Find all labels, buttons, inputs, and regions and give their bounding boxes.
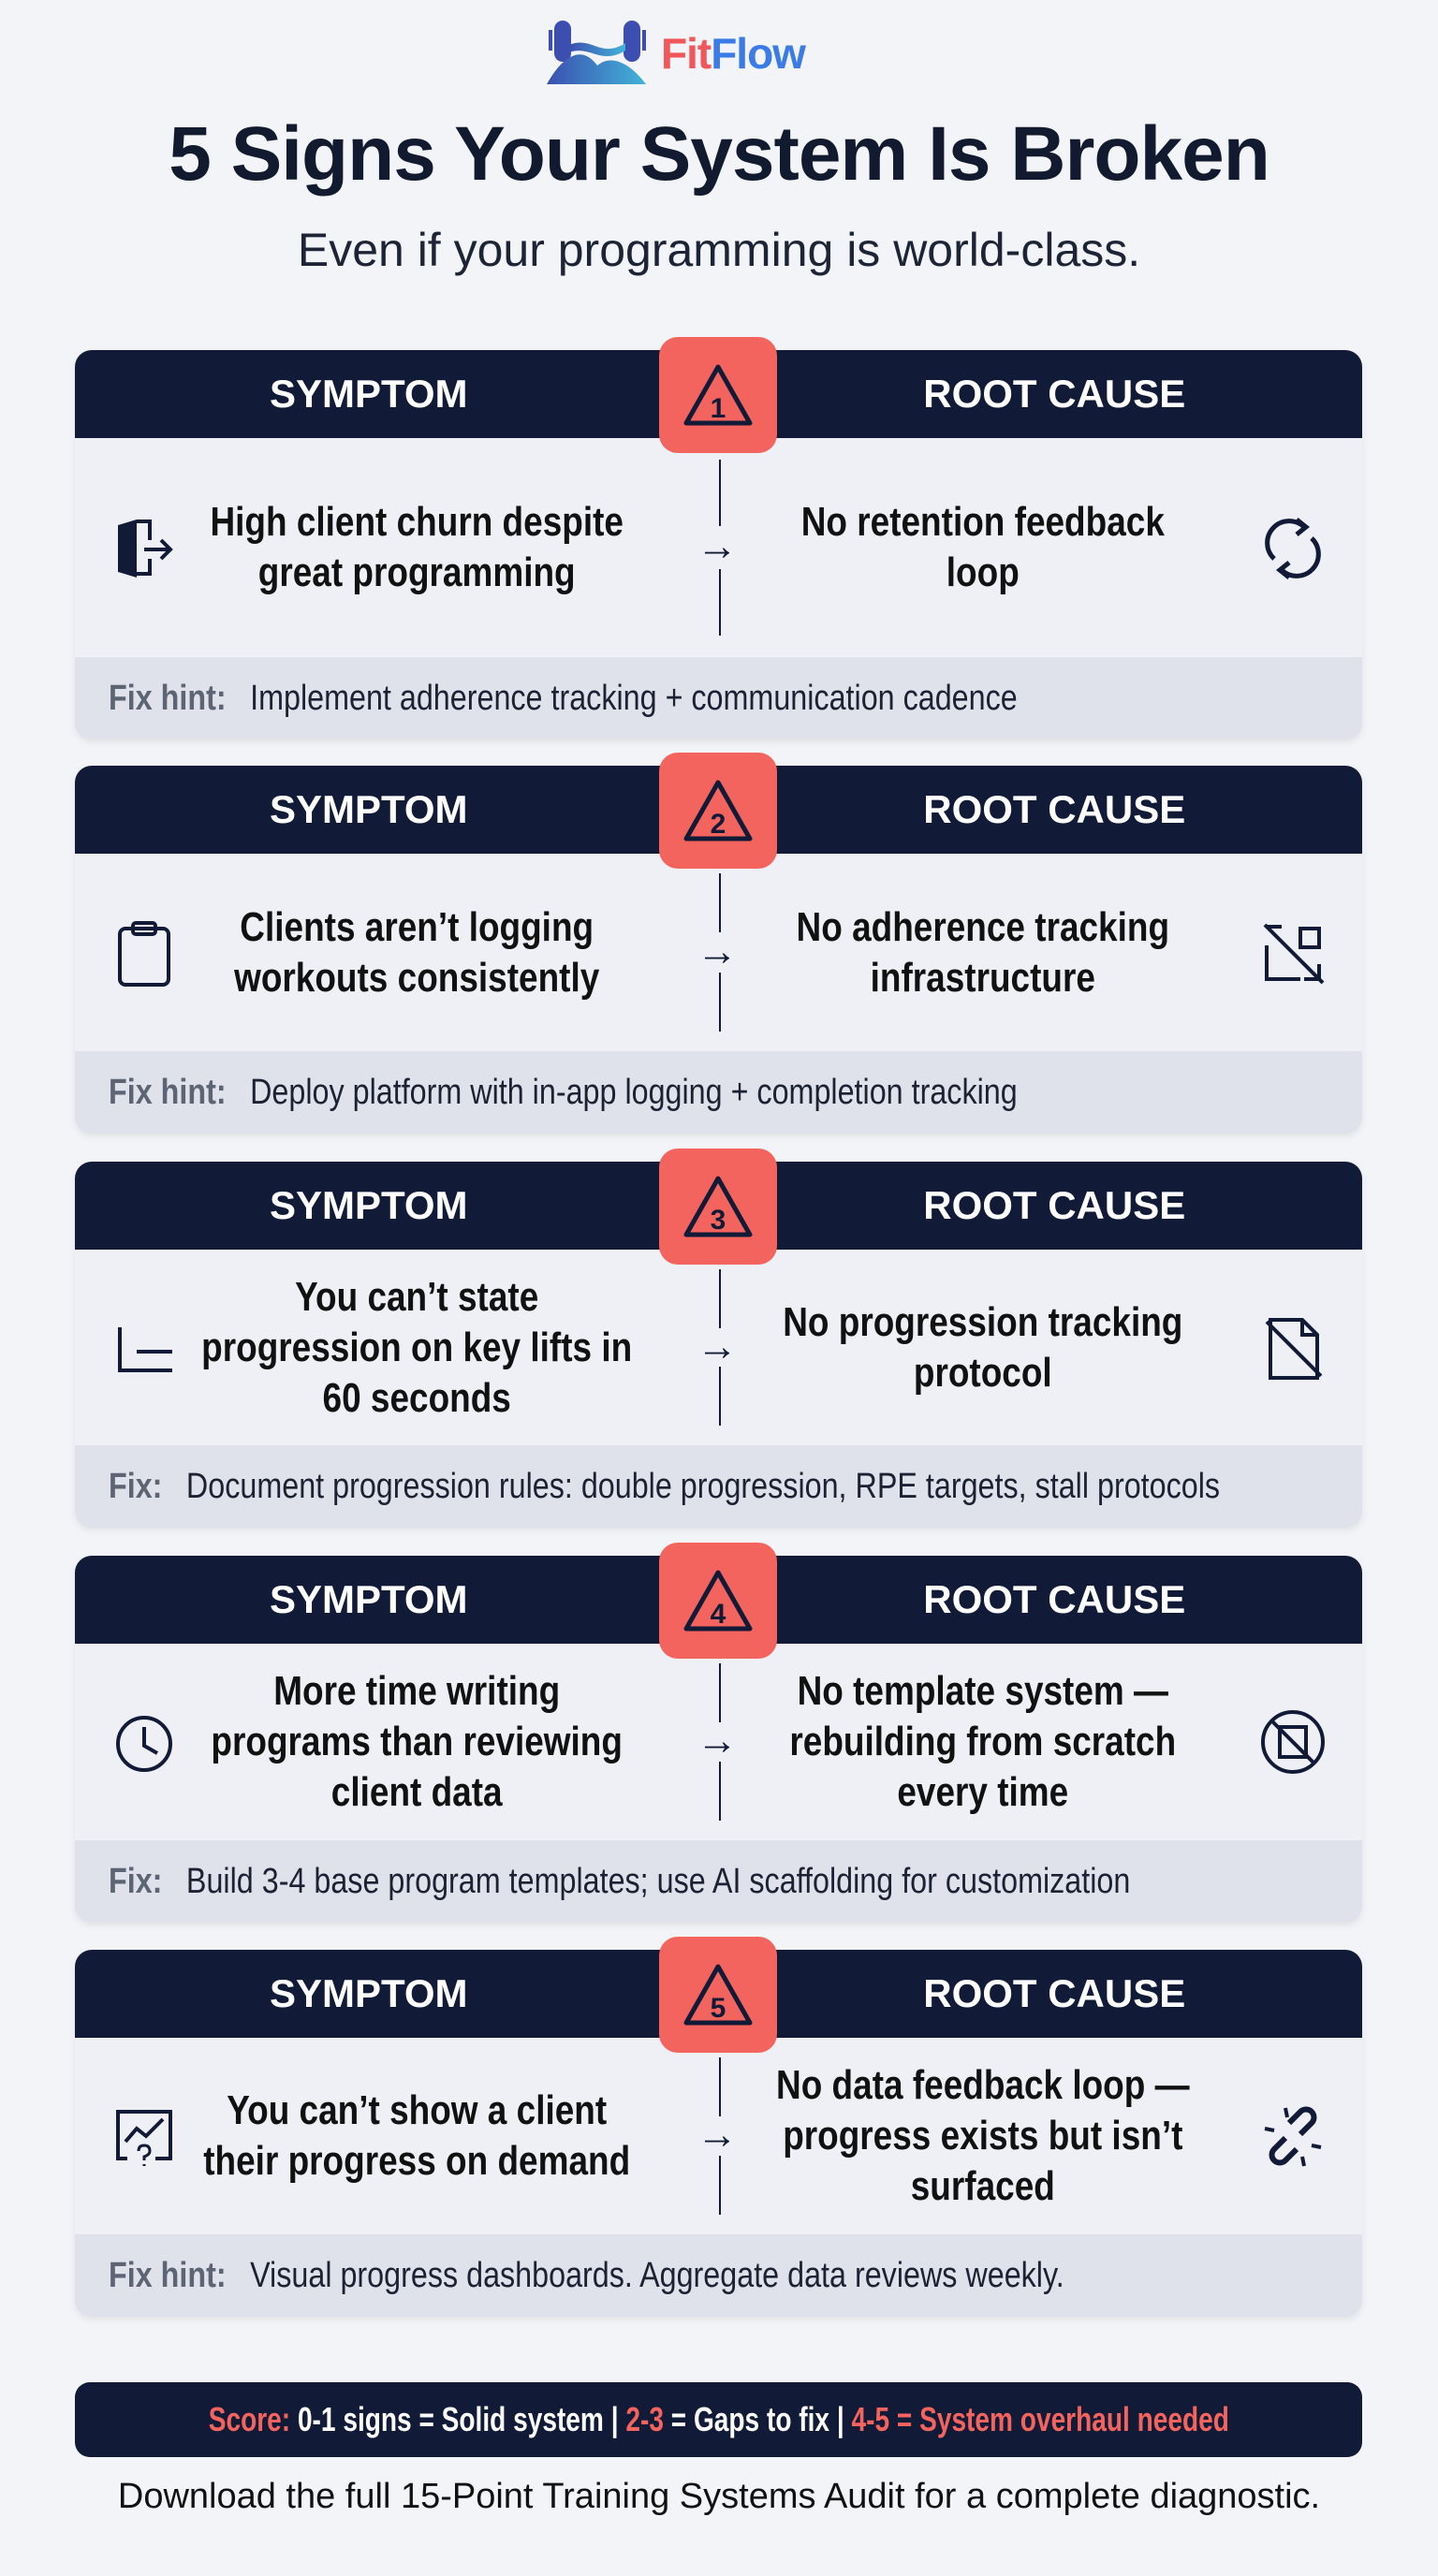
- symptom-heading: SYMPTOM: [269, 1971, 468, 2015]
- root-cause-text: No data feedback loop — progress exists …: [776, 2062, 1190, 2209]
- symptom-text: You can’t state progression on key lifts…: [201, 1273, 633, 1421]
- fix-hint: Fix hint: Visual progress dashboards. Agg…: [75, 2234, 1362, 2317]
- clipboard-icon: [118, 920, 170, 987]
- fix-description: Document progression rules: double progr…: [185, 1466, 1221, 1506]
- fix-label: Fix:: [109, 1861, 163, 1901]
- clock-icon: [116, 1716, 172, 1772]
- fix-hint: Fix: Build 3-4 base program templates; us…: [75, 1840, 1362, 1923]
- symptom-heading: SYMPTOM: [269, 787, 468, 831]
- arrow-icon: →: [697, 1718, 738, 1764]
- fix-description: Implement adherence tracking + communica…: [250, 678, 1018, 718]
- fix-label: Fix hint:: [109, 678, 227, 718]
- root-cause-text: No retention feedback loop: [800, 499, 1165, 595]
- score-text: Score: 0-1 signs = Solid system | 2-3 = …: [208, 2400, 1229, 2438]
- sign-number: 4: [711, 1599, 726, 1630]
- warning-triangle-icon: 2: [683, 780, 753, 842]
- symptom-heading: SYMPTOM: [269, 372, 468, 416]
- divider-bottom: [719, 1367, 721, 1427]
- no-template-icon: [1261, 1710, 1325, 1774]
- score-bar: Score: 0-1 signs = Solid system | 2-3 = …: [75, 2382, 1362, 2457]
- fix-description: Visual progress dashboards. Aggregate da…: [250, 2255, 1064, 2295]
- divider-bottom: [719, 2156, 721, 2215]
- chart-question-icon: [116, 2110, 172, 2166]
- warning-triangle-icon: 1: [683, 364, 753, 426]
- symptom-text: More time writing programs than reviewin…: [211, 1668, 623, 1815]
- sign-number: 1: [711, 393, 726, 424]
- arrow-icon: →: [697, 523, 738, 569]
- warning-triangle-icon: 4: [683, 1570, 753, 1632]
- divider-bottom: [719, 569, 721, 636]
- sign-card: SYMPTOM ROOT CAUSE 5 You can’t show a cl…: [75, 1937, 1362, 2317]
- root-cause-heading: ROOT CAUSE: [923, 1971, 1186, 2015]
- symptom-heading: SYMPTOM: [269, 1577, 468, 1621]
- fix-hint-text: Fix hint: Deploy platform with in-app log…: [109, 1073, 1018, 1113]
- divider-bottom: [719, 972, 721, 1032]
- card-body: You can’t show a client their progress o…: [75, 2038, 1362, 2234]
- divider-top: [719, 2057, 721, 2116]
- root-cause-heading: ROOT CAUSE: [923, 1577, 1186, 1621]
- sign-number: 5: [711, 1993, 726, 2024]
- sign-number: 2: [711, 809, 726, 840]
- warning-badge: 1: [659, 337, 777, 453]
- fix-label: Fix hint:: [109, 1072, 227, 1112]
- root-cause-heading: ROOT CAUSE: [923, 1183, 1186, 1227]
- card-body: You can’t state progression on key lifts…: [75, 1250, 1362, 1445]
- symptom-text: Clients aren’t logging workouts consiste…: [234, 903, 600, 1001]
- divider-top: [719, 1663, 721, 1722]
- root-cause-heading: ROOT CAUSE: [923, 787, 1186, 831]
- card-body: Clients aren’t logging workouts consiste…: [75, 854, 1362, 1051]
- root-cause-text: No adherence tracking infrastructure: [796, 903, 1170, 1001]
- sign-card: SYMPTOM ROOT CAUSE 4 More time writing p…: [75, 1543, 1362, 1923]
- brand-name: FitFlow: [661, 29, 806, 78]
- arrow-icon: →: [697, 928, 738, 974]
- fix-hint-text: Fix hint: Implement adherence tracking + …: [109, 679, 1018, 719]
- fix-hint-text: Fix: Document progression rules: double p…: [109, 1467, 1220, 1507]
- fix-hint-text: Fix hint: Visual progress dashboards. Agg…: [109, 2256, 1064, 2296]
- warning-badge: 4: [659, 1543, 777, 1659]
- card-body: High client churn despite great programm…: [75, 438, 1362, 657]
- door-exit-icon: [118, 520, 173, 578]
- sign-number: 3: [711, 1205, 726, 1236]
- fix-label: Fix hint:: [109, 2255, 227, 2295]
- divider-top: [719, 1268, 721, 1328]
- warning-triangle-icon: 5: [683, 1964, 753, 2026]
- warning-badge: 2: [659, 753, 777, 869]
- tracking-off-icon: [1263, 923, 1325, 984]
- root-cause-text: No progression tracking protocol: [783, 1298, 1183, 1396]
- fix-description: Deploy platform with in-app logging + co…: [250, 1072, 1018, 1112]
- root-cause-heading: ROOT CAUSE: [923, 372, 1186, 416]
- divider-top: [719, 873, 721, 933]
- divider-top: [719, 460, 721, 526]
- broken-link-icon: [1264, 2106, 1322, 2167]
- warning-triangle-icon: 3: [683, 1176, 753, 1237]
- symptom-text: High client churn despite great programm…: [210, 499, 624, 595]
- sign-card: SYMPTOM ROOT CAUSE 3 You can’t state pro…: [75, 1149, 1362, 1528]
- refresh-loop-icon: [1265, 518, 1321, 579]
- arrow-icon: →: [697, 2112, 738, 2158]
- card-body: More time writing programs than reviewin…: [75, 1644, 1362, 1840]
- page-subtitle: Even if your programming is world-class.: [297, 224, 1141, 276]
- warning-badge: 5: [659, 1937, 777, 2053]
- fitflow-logo: FitFlow: [545, 17, 806, 90]
- dumbbell-logo-icon: [547, 21, 646, 84]
- symptom-text: You can’t show a client their progress o…: [203, 2087, 631, 2184]
- fix-label: Fix:: [109, 1466, 163, 1506]
- fix-description: Build 3-4 base program templates; use AI…: [185, 1861, 1131, 1901]
- fix-hint: Fix hint: Implement adherence tracking + …: [75, 657, 1362, 739]
- fix-hint: Fix: Document progression rules: double p…: [75, 1445, 1362, 1528]
- fix-hint: Fix hint: Deploy platform with in-app log…: [75, 1051, 1362, 1134]
- fix-hint-text: Fix: Build 3-4 base program templates; us…: [109, 1862, 1130, 1902]
- chart-axis-icon: [118, 1326, 172, 1372]
- arrow-icon: →: [697, 1323, 738, 1369]
- root-cause-text: No template system — rebuilding from scr…: [789, 1668, 1177, 1815]
- warning-badge: 3: [659, 1149, 777, 1265]
- page-title: 5 Signs Your System Is Broken: [169, 111, 1270, 197]
- footer-cta: Download the full 15-Point Training Syst…: [117, 2477, 1321, 2516]
- divider-bottom: [719, 1762, 721, 1821]
- sign-card: SYMPTOM ROOT CAUSE 1 High client churn d…: [75, 337, 1362, 739]
- symptom-heading: SYMPTOM: [269, 1183, 468, 1227]
- sign-card: SYMPTOM ROOT CAUSE 2 Clients aren’t logg…: [75, 753, 1362, 1134]
- document-off-icon: [1265, 1317, 1323, 1380]
